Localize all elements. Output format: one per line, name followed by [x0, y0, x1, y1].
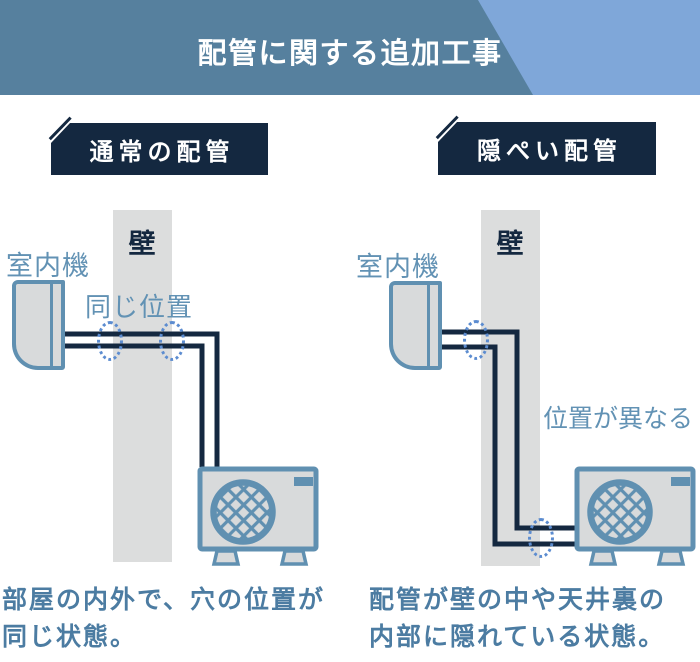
hole-marker-right-entry: [463, 320, 489, 360]
wall-right: [481, 210, 540, 566]
caption-left: 部屋の内外で、穴の位置が 同じ状態。: [2, 582, 325, 656]
outdoor-unit-right: [574, 466, 696, 566]
fan-grille-ring: [210, 479, 276, 545]
outdoor-unit-leg: [588, 549, 618, 566]
fan-grille-lattice: [214, 483, 272, 541]
outdoor-unit-leg: [656, 549, 686, 566]
wall-left: [113, 210, 172, 562]
wall-label-right: 壁: [496, 229, 524, 259]
indoor-unit-label-left: 室内機: [6, 251, 90, 281]
caption-left-line1: 部屋の内外で、穴の位置が: [2, 586, 326, 614]
indoor-unit-left-panel-line: [49, 284, 53, 366]
pipe-right-inner: [440, 344, 577, 547]
hole-marker-right-exit: [528, 518, 554, 558]
caption-right-line2: 内部に隠れている状態。: [369, 623, 666, 651]
pipe-left-inner: [61, 343, 205, 467]
caption-left-line2: 同じ状態。: [2, 623, 138, 651]
annotation-different-position: 位置が異なる: [543, 405, 694, 433]
tag-concealed-piping: 隠ぺい配管: [438, 122, 656, 175]
tag-normal-piping: 通常の配管: [51, 123, 268, 175]
pipe-left-outer: [61, 331, 220, 467]
indoor-unit-label-right: 室内機: [356, 252, 440, 282]
hole-marker-left-outdoor-side: [159, 321, 185, 361]
tag-normal-piping-label: 通常の配管: [89, 138, 235, 166]
outdoor-unit-vent: [294, 477, 313, 486]
hole-marker-left-indoor-side: [97, 321, 123, 361]
wall-label-left: 壁: [128, 229, 156, 259]
page-title: 配管に関する追加工事: [197, 38, 503, 70]
indoor-unit-right: [389, 281, 442, 370]
tag-concealed-piping-label: 隠ぺい配管: [477, 138, 622, 165]
outdoor-unit-leg: [279, 549, 309, 566]
caption-right-line1: 配管が壁の中や天井裏の: [369, 586, 667, 614]
caption-right: 配管が壁の中や天井裏の 内部に隠れている状態。: [369, 582, 666, 656]
outdoor-unit-left: [197, 466, 319, 566]
fan-grille-lattice: [591, 483, 649, 541]
indoor-unit-left: [12, 280, 65, 370]
outdoor-unit-leg: [211, 549, 241, 566]
indoor-unit-right-panel-line: [426, 285, 430, 366]
annotation-same-position: 同じ位置: [85, 292, 194, 322]
outdoor-unit-vent: [671, 477, 690, 486]
fan-grille-ring: [587, 479, 653, 545]
